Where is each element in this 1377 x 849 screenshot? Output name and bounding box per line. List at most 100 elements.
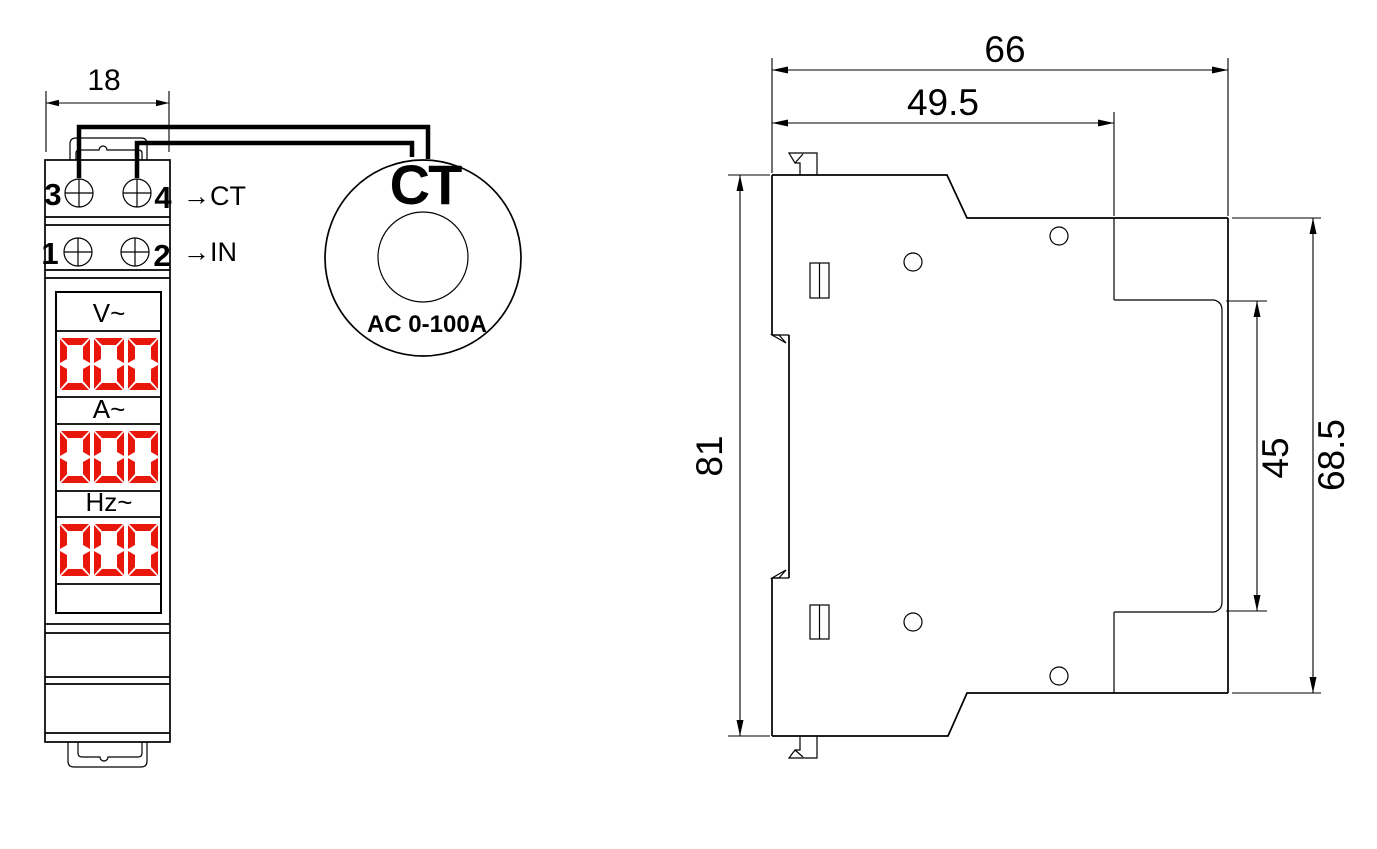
seven-segment-glyph [60, 551, 67, 575]
front-width-dimension: 18 [45, 64, 170, 152]
seven-segment-glyph [117, 365, 124, 389]
seven-segment-glyph [60, 365, 67, 389]
terminal-3-label: 3 [44, 177, 61, 212]
dim-arrow-right [156, 99, 169, 107]
seven-segment-glyph [95, 524, 123, 531]
front-body-outline [44, 159, 171, 743]
seven-segment-glyph [128, 365, 135, 389]
amp-seven-segment-display [60, 431, 158, 483]
front-height-dimension: 68.5 [1232, 217, 1352, 694]
seven-segment-glyph [95, 476, 123, 483]
seven-segment-glyph [128, 551, 135, 575]
hole-bottom-right [1049, 666, 1069, 686]
body-height-dim-label: 81 [689, 435, 730, 476]
seven-segment-glyph [83, 458, 90, 482]
seven-segment-glyph [60, 525, 67, 549]
freq-display-label: Hz~ [86, 487, 133, 517]
seven-segment-glyph [129, 338, 157, 345]
seven-segment-glyph [95, 569, 123, 576]
terminal-4-label: 4 [154, 180, 172, 215]
seven-segment-glyph [61, 524, 89, 531]
din-groove [769, 334, 789, 579]
face-height-dimension: 45 [1226, 300, 1296, 612]
seven-segment-glyph [129, 476, 157, 483]
freq-seven-segment-display [60, 524, 158, 576]
din-clip-top [787, 152, 818, 175]
seven-segment-glyph [128, 458, 135, 482]
seven-segment-glyph [94, 339, 101, 363]
seven-segment-glyph [129, 569, 157, 576]
seven-segment-glyph [151, 432, 158, 456]
seven-segment-glyph [60, 339, 67, 363]
ct-wire-terminal-4 [134, 140, 415, 178]
vent-slot-bottom [809, 604, 830, 640]
amp-display-label: A~ [93, 394, 126, 424]
seven-segment-glyph [117, 432, 124, 456]
side-outline-top [772, 174, 1228, 219]
volt-display-label: V~ [93, 298, 126, 328]
seven-segment-glyph [151, 458, 158, 482]
seven-segment-glyph [151, 525, 158, 549]
side-view: 66 49.5 81 45 68.5 [689, 29, 1352, 759]
seven-segment-glyph [95, 338, 123, 345]
seven-segment-glyph [128, 432, 135, 456]
seven-segment-glyph [117, 458, 124, 482]
front-view: 18 3 4 1 2 →CT →IN [41, 64, 431, 768]
seven-segment-glyph [94, 458, 101, 482]
volt-seven-segment-display [60, 338, 158, 390]
seven-segment-glyph [94, 365, 101, 389]
vent-slot-top [809, 262, 830, 299]
seven-segment-glyph [61, 338, 89, 345]
front-section-lines [45, 216, 170, 734]
display-window: V~ A~ Hz~ [55, 291, 162, 614]
rail-depth-dimension: 49.5 [772, 82, 1115, 216]
seven-segment-glyph [117, 551, 124, 575]
seven-segment-glyph [95, 431, 123, 438]
side-outline-bottom [772, 692, 1228, 737]
ct-ring-title: CT [390, 153, 462, 216]
front-bezel-lines [1113, 218, 1223, 693]
front-bottom-tab [67, 742, 148, 768]
seven-segment-glyph [95, 383, 123, 390]
seven-segment-glyph [83, 365, 90, 389]
seven-segment-glyph [151, 339, 158, 363]
seven-segment-glyph [151, 365, 158, 389]
seven-segment-glyph [94, 551, 101, 575]
seven-segment-glyph [128, 525, 135, 549]
seven-segment-glyph [61, 569, 89, 576]
seven-segment-glyph [129, 431, 157, 438]
ct-ring: CT AC 0-100A [324, 153, 522, 357]
seven-segment-glyph [117, 525, 124, 549]
seven-segment-glyph [83, 551, 90, 575]
in-row-annotation: →IN [183, 237, 237, 267]
seven-segment-glyph [151, 551, 158, 575]
din-clip-bottom [787, 736, 818, 759]
seven-segment-glyph [60, 458, 67, 482]
face-height-dim-label: 45 [1255, 437, 1296, 478]
ct-ring-outer [324, 159, 522, 357]
seven-segment-glyph [94, 525, 101, 549]
ct-ring-rating: AC 0-100A [367, 311, 487, 338]
ct-wire-terminal-3 [76, 124, 431, 178]
seven-segment-glyph [129, 383, 157, 390]
ct-ring-inner [377, 211, 469, 303]
seven-segment-glyph [83, 432, 90, 456]
seven-segment-glyph [129, 524, 157, 531]
rail-depth-dim-label: 49.5 [907, 82, 979, 123]
total-depth-dim-label: 66 [984, 29, 1025, 70]
terminal-block: 3 4 1 2 [41, 177, 172, 273]
terminal-2-label: 2 [153, 238, 170, 273]
seven-segment-glyph [61, 476, 89, 483]
front-width-dim-label: 18 [87, 64, 120, 97]
terminal-1-label: 1 [41, 236, 58, 271]
side-outline-back [771, 175, 790, 736]
hole-bottom-left [903, 612, 923, 632]
seven-segment-glyph [94, 432, 101, 456]
hole-top-left [903, 252, 923, 272]
ct-row-annotation: →CT [183, 181, 246, 211]
total-depth-dimension: 66 [771, 29, 1229, 216]
dim-arrow-left [46, 99, 59, 107]
body-height-dimension: 81 [689, 174, 770, 737]
